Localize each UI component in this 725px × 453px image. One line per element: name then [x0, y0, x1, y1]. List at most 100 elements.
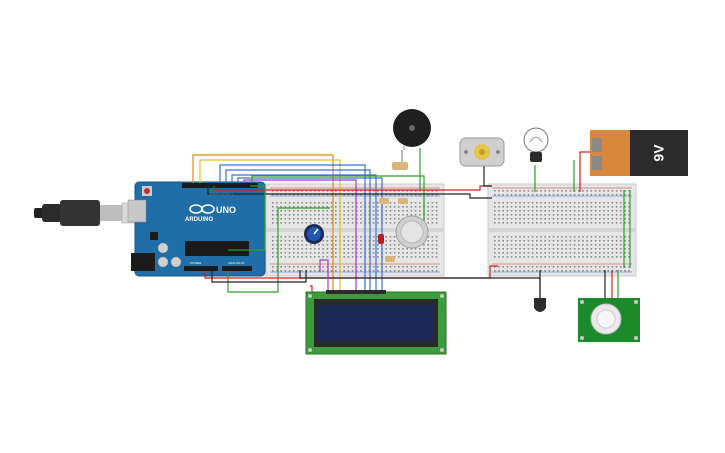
breadboard-hole — [427, 240, 429, 242]
breadboard-hole — [531, 218, 534, 220]
breadboard-hole — [494, 270, 496, 272]
breadboard-hole — [557, 256, 559, 258]
wire-black-bottom[interactable] — [211, 270, 307, 283]
wire-green-loop[interactable] — [228, 185, 266, 251]
battery-9v[interactable]: 9V — [590, 130, 688, 176]
breadboard-hole — [356, 222, 358, 224]
breadboard-hole — [599, 256, 601, 258]
breadboard-hole — [347, 236, 350, 238]
breadboard-hole — [498, 218, 500, 220]
usb-cable[interactable] — [34, 200, 139, 226]
breadboard-hole — [590, 256, 593, 258]
breadboard-hole — [385, 252, 387, 254]
breadboard-hole — [372, 190, 375, 192]
breadboard-right[interactable] — [487, 183, 637, 277]
breadboard-hole — [272, 270, 274, 272]
breadboard-hole — [326, 222, 329, 224]
breadboard-hole — [372, 202, 375, 204]
breadboard-hole — [276, 248, 278, 250]
wire-black-motor[interactable] — [483, 165, 492, 187]
wire-orange[interactable] — [192, 154, 334, 300]
wire-green-top[interactable] — [251, 175, 425, 230]
breadboard-hole — [628, 270, 630, 272]
wire-blue-2[interactable] — [225, 169, 371, 300]
temperature-sensor[interactable] — [534, 298, 546, 312]
breadboard-hole — [314, 252, 316, 254]
red-led[interactable] — [378, 234, 384, 244]
breadboard-hole — [343, 206, 345, 208]
lcd-16x2[interactable] — [305, 290, 447, 355]
breadboard-hole — [276, 240, 278, 242]
breadboard-hole — [385, 248, 387, 250]
breadboard-hole — [519, 240, 521, 242]
breadboard-hole — [414, 202, 417, 204]
breadboard-hole — [314, 222, 316, 224]
wire-blue-3[interactable] — [231, 174, 377, 300]
light-bulb[interactable] — [523, 127, 549, 162]
breadboard-hole — [419, 210, 421, 212]
breadboard-hole — [540, 248, 542, 250]
breadboard-hole — [419, 190, 421, 192]
breadboard-hole — [301, 194, 303, 196]
breadboard-hole — [410, 266, 413, 268]
breadboard-hole — [301, 270, 303, 272]
breadboard-hole — [573, 244, 576, 246]
dc-motor[interactable] — [459, 137, 505, 167]
breadboard-hole — [343, 190, 345, 192]
breadboard-hole — [620, 194, 622, 196]
breadboard-hole — [377, 248, 379, 250]
breadboard-hole — [506, 194, 509, 196]
breadboard-hole — [427, 270, 429, 272]
piezo-buzzer[interactable] — [393, 109, 431, 150]
resistors[interactable] — [379, 162, 408, 262]
breadboard-hole — [573, 266, 576, 268]
wire-purple[interactable] — [243, 179, 357, 300]
breadboard-hole — [356, 244, 358, 246]
breadboard-hole — [360, 240, 362, 242]
breadboard-hole — [280, 244, 282, 246]
breadboard-hole — [288, 222, 291, 224]
breadboard-hole — [569, 248, 572, 250]
breadboard-hole — [435, 222, 438, 224]
wire-yellow[interactable] — [199, 159, 341, 300]
wire-black-top[interactable] — [207, 186, 492, 199]
breadboard-hole — [548, 202, 551, 204]
breadboard-hole — [540, 266, 542, 268]
breadboard-hole — [356, 194, 358, 196]
breadboard-hole — [372, 210, 375, 212]
breadboard-hole — [599, 206, 601, 208]
breadboard-hole — [427, 194, 429, 196]
potentiometer[interactable] — [304, 224, 324, 244]
breadboard-hole — [548, 218, 551, 220]
breadboard-hole — [523, 252, 525, 254]
wire-red-battery[interactable] — [579, 151, 590, 192]
breadboard-hole — [573, 256, 576, 258]
breadboard-hole — [356, 266, 358, 268]
breadboard-hole — [569, 236, 572, 238]
breadboard-hole — [335, 266, 337, 268]
breadboard-hole — [607, 202, 609, 204]
gas-sensor[interactable] — [395, 215, 429, 249]
breadboard-hole — [590, 214, 593, 216]
breadboard-hole — [347, 244, 350, 246]
wire-purple-bottom[interactable] — [319, 259, 329, 300]
reset-button[interactable] — [144, 188, 150, 194]
breadboard-hole — [276, 244, 278, 246]
arduino-uno[interactable]: ARDUINO UNO DIGITAL (PWM~) POWER ANALOG … — [127, 181, 266, 277]
breadboard-hole — [510, 248, 513, 250]
breadboard-hole — [494, 244, 496, 246]
breadboard-hole — [590, 266, 593, 268]
wire-blue-1[interactable] — [219, 164, 366, 300]
breadboard-hole — [351, 266, 354, 268]
breadboard-hole — [280, 202, 282, 204]
breadboard-hole — [536, 270, 538, 272]
breadboard-hole — [599, 218, 601, 220]
pir-sensor[interactable] — [578, 298, 640, 342]
breadboard-hole — [620, 202, 622, 204]
breadboard-hole — [531, 256, 534, 258]
breadboard-hole — [498, 202, 500, 204]
breadboard-hole — [272, 214, 274, 216]
wire-green-bottom[interactable] — [227, 207, 330, 293]
breadboard-hole — [398, 266, 400, 268]
breadboard-hole — [519, 190, 521, 192]
